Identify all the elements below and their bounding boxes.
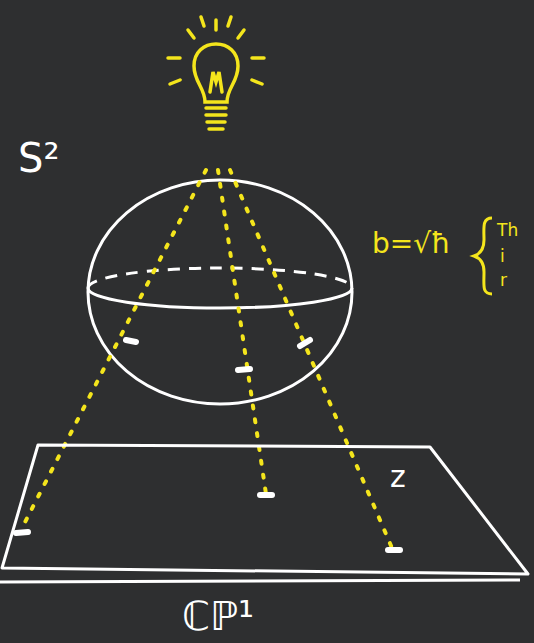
manifold-label: S² — [18, 138, 59, 178]
note-fragment: r — [500, 272, 507, 289]
brace — [474, 218, 492, 294]
projection-ray — [22, 170, 392, 548]
space-label: ℂℙ¹ — [182, 596, 254, 636]
note-fragment: i — [500, 248, 505, 265]
light-bulb — [168, 17, 264, 129]
note-fragment: Th — [497, 222, 518, 239]
sphere-outline — [88, 180, 352, 404]
plane-outline — [0, 440, 534, 578]
plane-baseline — [0, 580, 520, 582]
formula-label: b=√ħ — [372, 230, 451, 258]
coordinate-label: z — [390, 462, 406, 492]
plane: z — [0, 440, 534, 578]
